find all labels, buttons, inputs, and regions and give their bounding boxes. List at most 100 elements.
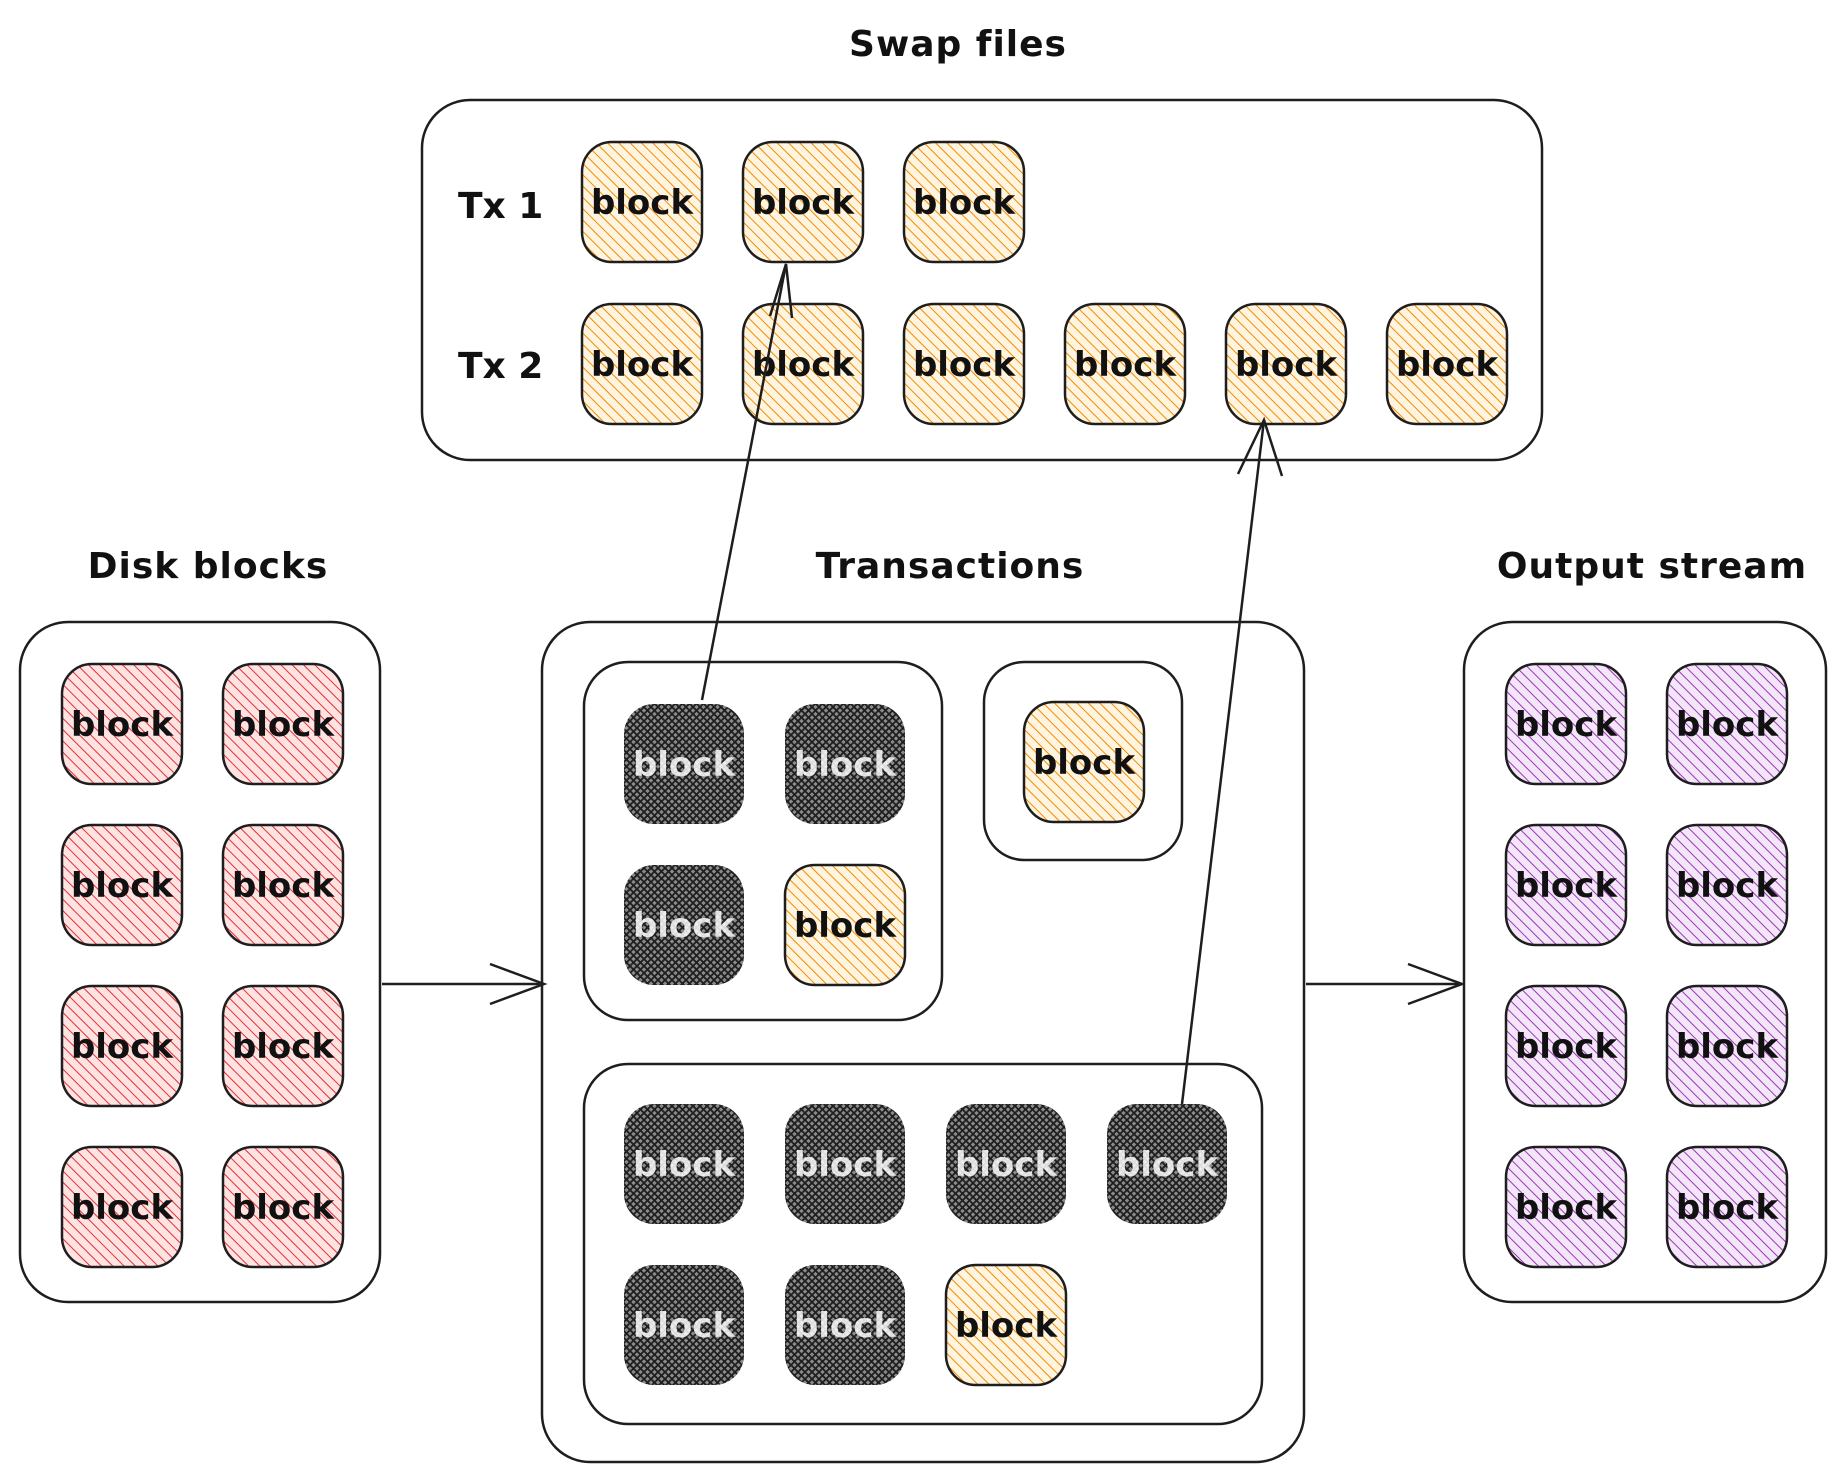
block-label: block bbox=[1074, 345, 1178, 385]
transaction-group-2 bbox=[582, 1062, 1264, 1426]
swap-block-tx1-1: block bbox=[580, 140, 704, 264]
block-tile bbox=[1665, 984, 1789, 1108]
block-tile bbox=[60, 1145, 184, 1269]
block-label: block bbox=[232, 866, 336, 906]
disk-block-2: block bbox=[221, 662, 345, 786]
block-label: block bbox=[1515, 1188, 1619, 1228]
block-label: block bbox=[955, 1145, 1059, 1185]
block-tile bbox=[741, 140, 865, 264]
block-tile bbox=[1504, 984, 1628, 1108]
block-tile bbox=[1063, 302, 1187, 426]
swap-block-tx1-3: block bbox=[902, 140, 1026, 264]
swap-block-tx2-2: block bbox=[741, 302, 865, 426]
block-label: block bbox=[232, 1188, 336, 1228]
block-tile bbox=[624, 1104, 744, 1224]
block-label: block bbox=[794, 906, 898, 946]
block-tile bbox=[785, 1104, 905, 1224]
block-tile bbox=[1665, 823, 1789, 947]
block-label: block bbox=[633, 1145, 737, 1185]
tx-single-block: block bbox=[1022, 700, 1146, 824]
tx-group1-block-2: block bbox=[785, 704, 905, 824]
swap-files-panel bbox=[420, 98, 1544, 462]
block-label: block bbox=[955, 1306, 1059, 1346]
swap-block-tx1-2: block bbox=[741, 140, 865, 264]
block-tile bbox=[946, 1104, 1066, 1224]
disk-blocks-grid: block block block block block block block block bbox=[60, 662, 345, 1269]
block-label: block bbox=[794, 745, 898, 785]
block-label: block bbox=[591, 183, 695, 223]
tx-group2-block-5: block bbox=[624, 1265, 744, 1385]
block-tile bbox=[624, 704, 744, 824]
block-tile bbox=[1385, 302, 1509, 426]
block-label: block bbox=[71, 1027, 175, 1067]
block-label: block bbox=[1515, 866, 1619, 906]
block-label: block bbox=[591, 345, 695, 385]
block-label: block bbox=[1396, 345, 1500, 385]
arrow-tx2-block-to-swap bbox=[1180, 416, 1284, 1105]
block-tile bbox=[902, 140, 1026, 264]
block-tile bbox=[580, 302, 704, 426]
disk-block-7: block bbox=[60, 1145, 184, 1269]
swap-files-blocks: block block block block block block block block… bbox=[580, 140, 1509, 426]
block-label: block bbox=[633, 1306, 737, 1346]
transactions-panel bbox=[540, 620, 1306, 1464]
output-stream-panel bbox=[1462, 620, 1828, 1304]
swap-block-tx2-5: block bbox=[1224, 302, 1348, 426]
block-label: block bbox=[1515, 1027, 1619, 1067]
output-block-6: block bbox=[1665, 984, 1789, 1108]
block-label: block bbox=[1676, 1188, 1780, 1228]
block-tile bbox=[785, 704, 905, 824]
tx-group1-block-1: block bbox=[624, 704, 744, 824]
output-block-1: block bbox=[1504, 662, 1628, 786]
block-label: block bbox=[232, 705, 336, 745]
output-block-5: block bbox=[1504, 984, 1628, 1108]
block-label: block bbox=[1116, 1145, 1220, 1185]
disk-block-3: block bbox=[60, 823, 184, 947]
transaction-group-single bbox=[982, 660, 1184, 862]
block-label: block bbox=[794, 1145, 898, 1185]
block-label: block bbox=[71, 1188, 175, 1228]
block-label: block bbox=[913, 183, 1017, 223]
block-tile bbox=[902, 302, 1026, 426]
block-label: block bbox=[232, 1027, 336, 1067]
disk-block-5: block bbox=[60, 984, 184, 1108]
block-tile bbox=[783, 863, 907, 987]
block-tile bbox=[221, 823, 345, 947]
disk-block-1: block bbox=[60, 662, 184, 786]
block-label: block bbox=[633, 906, 737, 946]
block-label: block bbox=[752, 183, 856, 223]
tx-group2-block-2: block bbox=[785, 1104, 905, 1224]
arrow-disk-to-transactions bbox=[382, 962, 548, 1006]
transaction-blocks: block block block block block block block block… bbox=[624, 700, 1227, 1387]
block-tile bbox=[1665, 1145, 1789, 1269]
swap-block-tx2-6: block bbox=[1385, 302, 1509, 426]
tx-group2-block-4: block bbox=[1107, 1104, 1227, 1224]
tx-group2-block-3: block bbox=[946, 1104, 1066, 1224]
block-label: block bbox=[794, 1306, 898, 1346]
block-label: block bbox=[71, 866, 175, 906]
transaction-group-1 bbox=[582, 660, 944, 1022]
block-tile bbox=[785, 1265, 905, 1385]
swap-block-tx2-3: block bbox=[902, 302, 1026, 426]
block-tile bbox=[1504, 662, 1628, 786]
block-tile bbox=[1224, 302, 1348, 426]
tx-group2-block-6: block bbox=[785, 1265, 905, 1385]
arrow-transactions-to-output bbox=[1306, 962, 1466, 1006]
disk-blocks-title: Disk blocks bbox=[88, 546, 329, 587]
block-tile bbox=[580, 140, 704, 264]
block-label: block bbox=[1676, 1027, 1780, 1067]
block-label: block bbox=[1235, 345, 1339, 385]
block-tile bbox=[1022, 700, 1146, 824]
block-label: block bbox=[71, 705, 175, 745]
disk-block-8: block bbox=[221, 1145, 345, 1269]
disk-blocks-panel bbox=[18, 620, 382, 1304]
transactions-title: Transactions bbox=[816, 546, 1085, 587]
tx-group1-block-3: block bbox=[624, 865, 744, 985]
tx-group1-block-4: block bbox=[783, 863, 907, 987]
block-label: block bbox=[633, 745, 737, 785]
output-block-7: block bbox=[1504, 1145, 1628, 1269]
block-tile bbox=[60, 662, 184, 786]
swap-row-label-tx1: Tx 1 bbox=[458, 186, 543, 227]
